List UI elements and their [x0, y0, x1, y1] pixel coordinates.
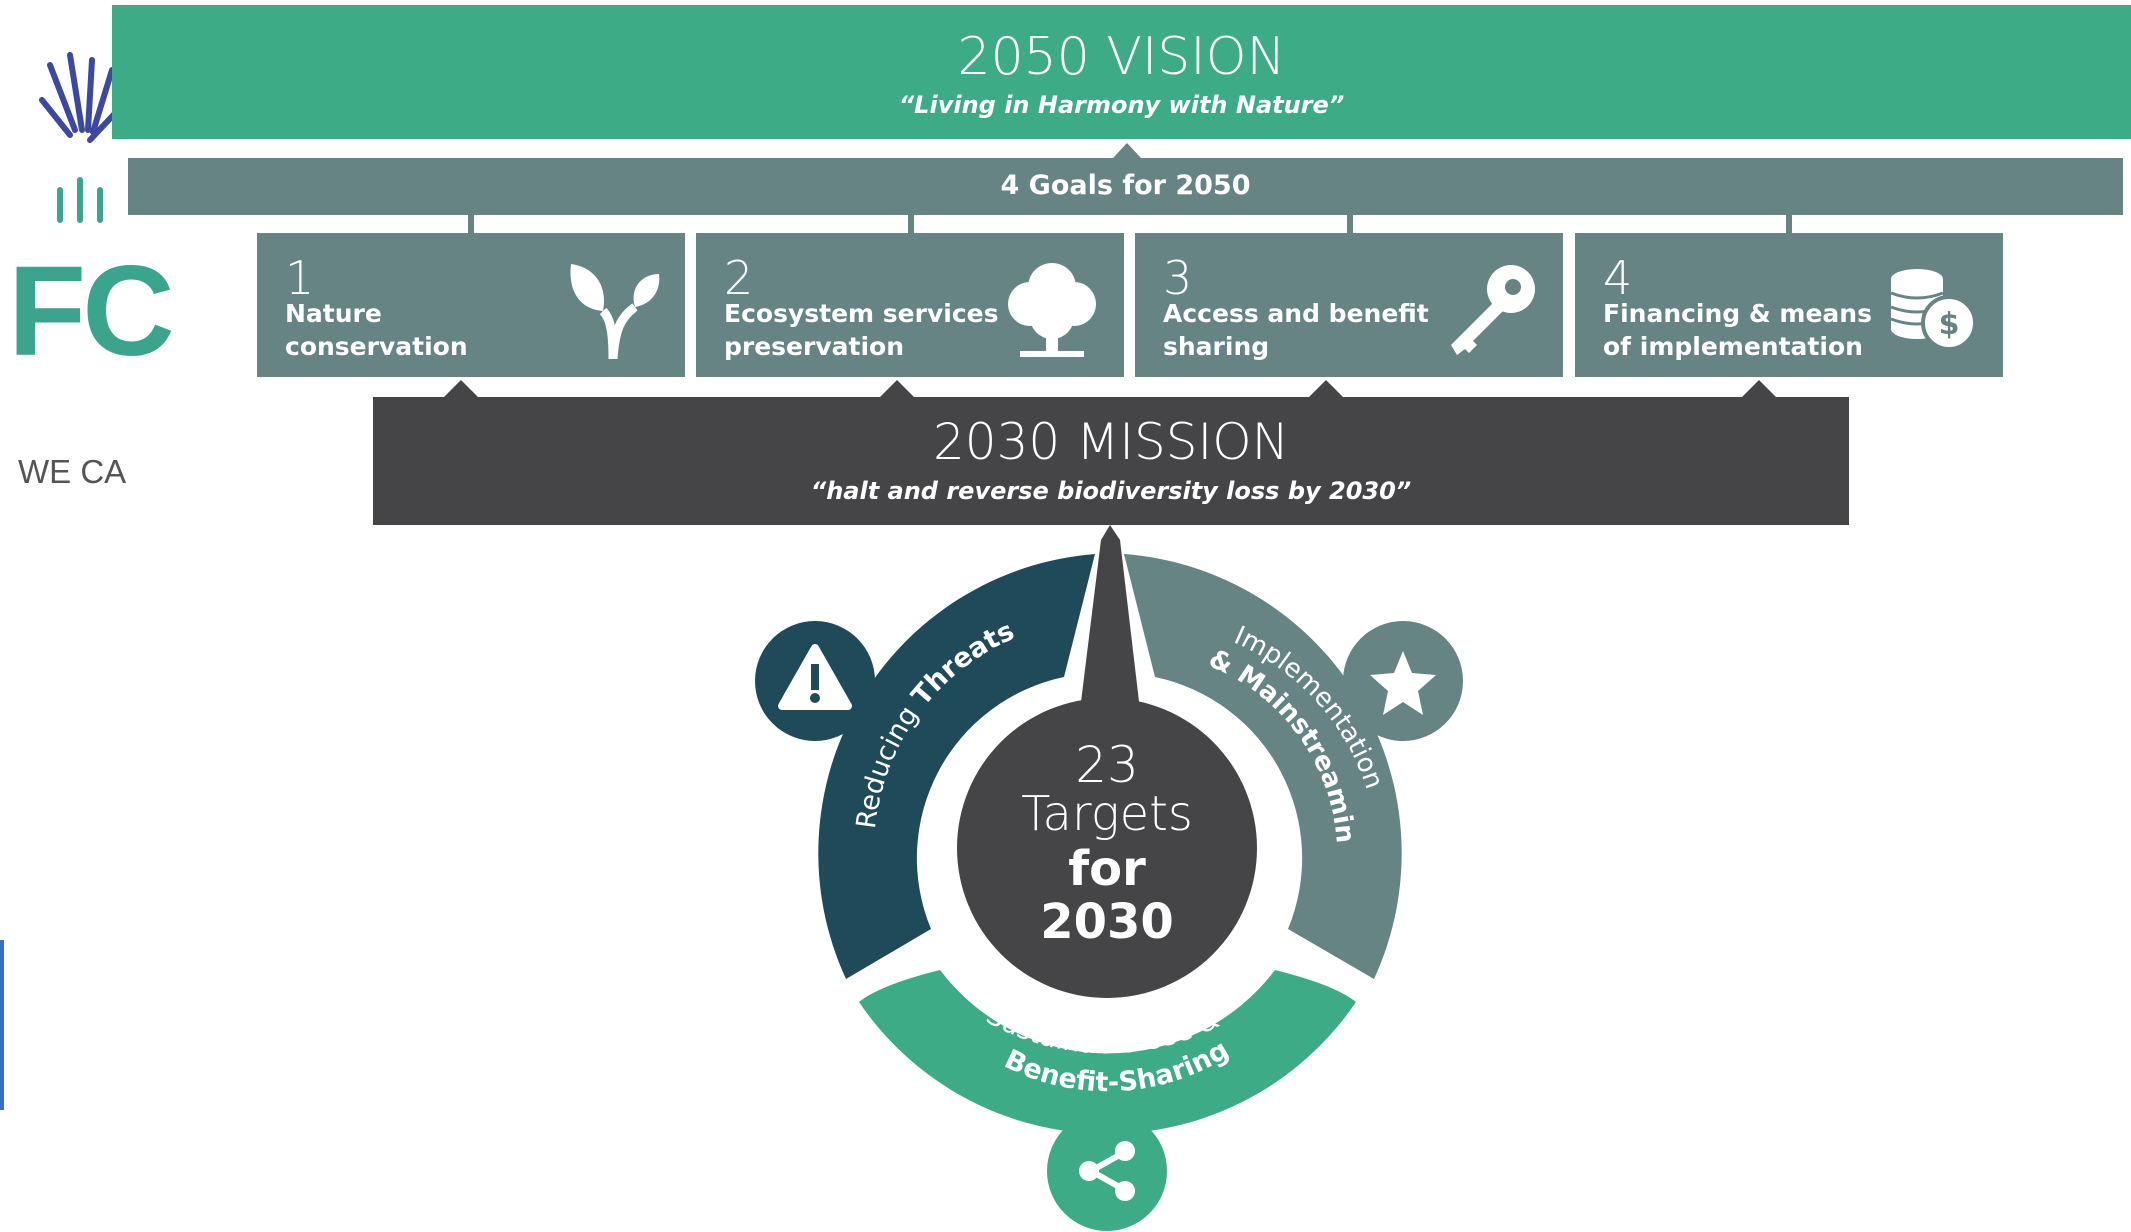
- center-number: 23: [1075, 736, 1139, 794]
- goal-label: Ecosystem services preservation: [724, 299, 999, 361]
- tree-icon: [1008, 263, 1096, 357]
- goal-connectors: [468, 213, 1792, 235]
- goals-bar: 4 Goals for 2050: [128, 158, 2123, 215]
- goal-card-4: 4 Financing & means of implementation $: [1575, 233, 2003, 377]
- mission-pointers: [444, 380, 1776, 397]
- center-for: for: [1068, 841, 1146, 897]
- share-icon: [1047, 1111, 1167, 1231]
- key-icon: [1451, 265, 1535, 355]
- sprout-icon: [570, 264, 660, 359]
- goal-number: 1: [285, 251, 315, 305]
- vision-subtitle: “Living in Harmony with Nature”: [898, 91, 1345, 119]
- goal-card-1: 1 Nature conservation: [257, 233, 685, 377]
- goal-label: Financing & means of implementation: [1603, 299, 1872, 361]
- goal-card-2: 2 Ecosystem services preservation: [696, 233, 1124, 377]
- center-circle: [957, 698, 1257, 998]
- goal-number: 3: [1163, 251, 1193, 305]
- goal-label: Nature conservation: [285, 299, 468, 361]
- warning-icon: [755, 621, 875, 741]
- center-targets: Targets: [1021, 786, 1193, 842]
- background-accent-line: [0, 940, 4, 1110]
- segment-implementation: [1124, 554, 1402, 979]
- mission-box: 2030 MISSION “halt and reverse biodivers…: [373, 397, 1849, 525]
- goals-bar-label: 4 Goals for 2050: [1000, 170, 1251, 201]
- mission-title: 2030 MISSION: [932, 413, 1289, 471]
- center-year: 2030: [1040, 894, 1174, 950]
- segment-sustainable-use: [859, 970, 1356, 1134]
- goal-number: 4: [1603, 251, 1633, 305]
- background-logo-mark: [39, 52, 120, 223]
- vision-pointer: [1113, 143, 1141, 158]
- goal-card-3: 3 Access and benefit sharing: [1135, 233, 1563, 377]
- mission-spike: [1080, 525, 1140, 710]
- svg-text:$: $: [1939, 307, 1960, 342]
- vision-banner: 2050 VISION “Living in Harmony with Natu…: [112, 5, 2131, 139]
- segment-reducing-threats: [818, 554, 1095, 979]
- goal-label: Access and benefit sharing: [1163, 299, 1429, 361]
- background-tagline: WE CA: [18, 453, 127, 490]
- star-icon: [1343, 621, 1463, 741]
- goal-number: 2: [724, 251, 754, 305]
- background-logo-text: FC: [8, 240, 175, 383]
- mission-subtitle: “halt and reverse biodiversity loss by 2…: [810, 477, 1412, 505]
- vision-title: 2050 VISION: [957, 27, 1286, 87]
- coins-dollar-icon: $: [1890, 269, 1977, 351]
